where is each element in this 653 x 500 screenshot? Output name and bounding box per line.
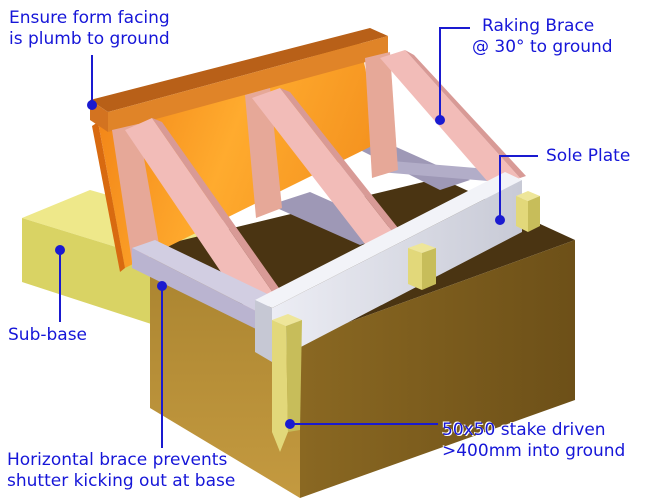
front-horizontal-brace — [132, 240, 280, 330]
leader-raking-brace — [439, 27, 470, 120]
sole-plate — [255, 172, 522, 362]
dot-horizontal-brace — [157, 281, 167, 291]
callout-stake-line1: 50x50 stake driven — [442, 420, 606, 440]
callout-stake: 50x50 stake driven >400mm into ground — [442, 420, 625, 462]
callout-sole-plate-text: Sole Plate — [546, 146, 631, 166]
dot-form-facing — [87, 100, 97, 110]
callout-sub-base-text: Sub-base — [8, 325, 88, 345]
callout-raking-brace-line1: Raking Brace — [482, 16, 595, 36]
callout-raking-brace: Raking Brace @ 30° to ground — [472, 16, 613, 58]
dot-sub-base — [55, 245, 65, 255]
leader-sole-plate — [499, 155, 538, 220]
leader-lines — [59, 27, 538, 448]
dot-raking-brace — [435, 115, 445, 125]
callout-horizontal-brace: Horizontal brace prevents shutter kickin… — [7, 450, 235, 492]
callout-sub-base: Sub-base — [8, 325, 87, 346]
callout-form-facing: Ensure form facing is plumb to ground — [9, 8, 170, 50]
stake-middle — [408, 243, 436, 290]
stakes — [272, 191, 540, 452]
dot-stake — [285, 419, 295, 429]
callout-stake-line2: >400mm into ground — [442, 441, 626, 461]
raking-braces — [125, 50, 526, 315]
callout-horizontal-brace-line1: Horizontal brace prevents — [7, 450, 228, 470]
callout-sole-plate: Sole Plate — [546, 146, 630, 167]
dot-sole-plate — [495, 215, 505, 225]
callout-form-facing-line2: is plumb to ground — [9, 29, 170, 49]
callout-horizontal-brace-line2: shutter kicking out at base — [7, 471, 236, 491]
stake-front — [272, 314, 302, 452]
callout-form-facing-line1: Ensure form facing — [9, 8, 170, 28]
callout-raking-brace-line2: @ 30° to ground — [472, 37, 613, 57]
form-facing — [92, 42, 380, 272]
leader-dots — [55, 100, 505, 429]
stake-back — [516, 191, 540, 232]
